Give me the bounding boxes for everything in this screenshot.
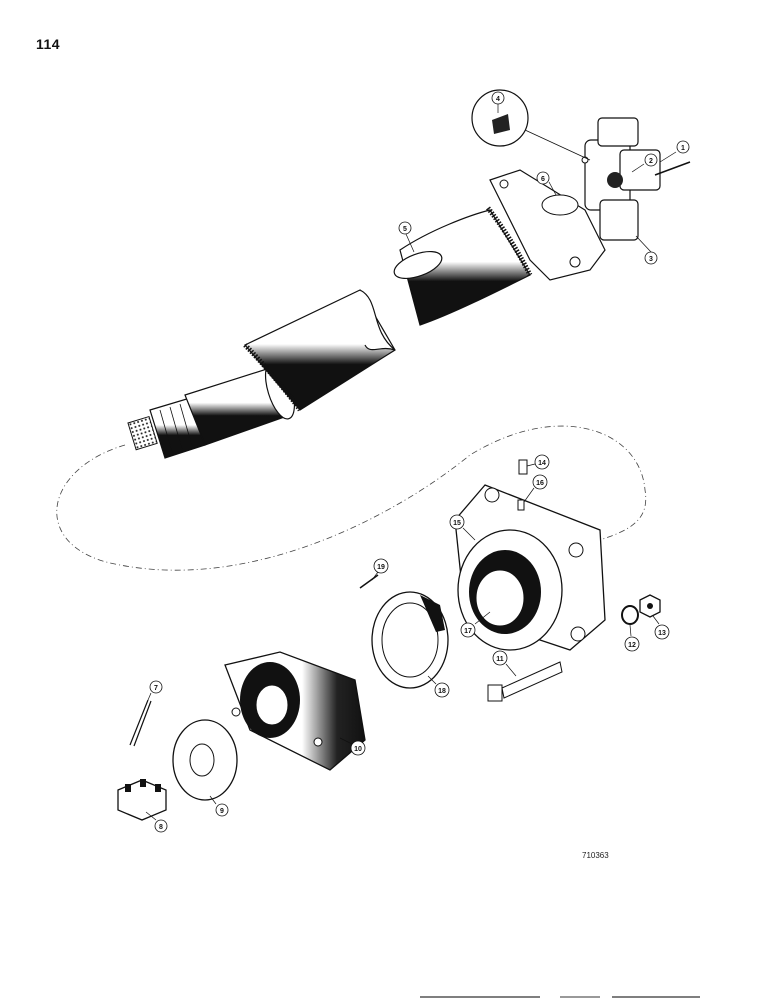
callout-8: 8 [145,811,168,833]
flat-washer [172,719,238,801]
lock-washer [621,605,639,625]
mounting-bolt [487,661,563,702]
cotter-pin [129,699,152,747]
callout-18: 18 [427,675,450,698]
svg-text:5: 5 [403,226,407,233]
grease-fitting-detail [471,89,591,161]
callout-2: 2 [631,153,658,173]
universal-joint [581,117,691,241]
svg-text:3: 3 [649,256,653,263]
svg-text:13: 13 [658,630,666,637]
callout-6: 6 [536,171,557,196]
hex-nut [639,594,661,618]
slip-yoke [489,169,606,281]
svg-text:14: 14 [538,460,546,467]
svg-text:18: 18 [438,688,446,695]
callout-19: 19 [371,558,389,581]
svg-text:1: 1 [681,145,685,152]
svg-text:19: 19 [377,564,385,571]
svg-text:4: 4 [496,96,500,103]
callout-10: 10 [339,737,366,756]
assembly-path-line [56,425,647,571]
set-screw [359,574,379,589]
callout-5: 5 [398,221,415,253]
illustration-reference-code: 710363 [582,851,609,860]
flange-bearing-housing [454,459,606,651]
svg-text:6: 6 [541,176,545,183]
callout-15: 15 [449,514,476,541]
svg-text:11: 11 [496,656,504,663]
callout-3: 3 [635,235,658,265]
callout-11: 11 [492,650,517,677]
page-number: 114 [36,36,61,52]
svg-text:9: 9 [220,808,224,815]
svg-text:8: 8 [159,824,163,831]
svg-text:12: 12 [628,642,636,649]
callouts: 1 2 3 4 5 [145,91,690,833]
companion-flange-yoke [224,651,366,771]
svg-text:7: 7 [154,685,158,692]
callout-12: 12 [624,624,640,652]
svg-text:16: 16 [536,480,544,487]
callout-1: 1 [659,140,690,163]
callout-9: 9 [209,795,229,817]
callout-16: 16 [523,474,548,503]
shaft-tube [393,206,533,326]
svg-text:10: 10 [354,746,362,753]
callout-4: 4 [491,91,505,113]
callout-17: 17 [460,611,491,638]
callout-13: 13 [652,615,670,640]
svg-text:15: 15 [453,520,461,527]
drive-shaft [127,289,396,459]
locking-collar [371,591,449,689]
svg-text:17: 17 [464,628,472,635]
callout-14: 14 [526,454,550,470]
castle-nut [117,779,167,821]
svg-text:2: 2 [649,158,653,165]
callout-7: 7 [147,680,163,701]
